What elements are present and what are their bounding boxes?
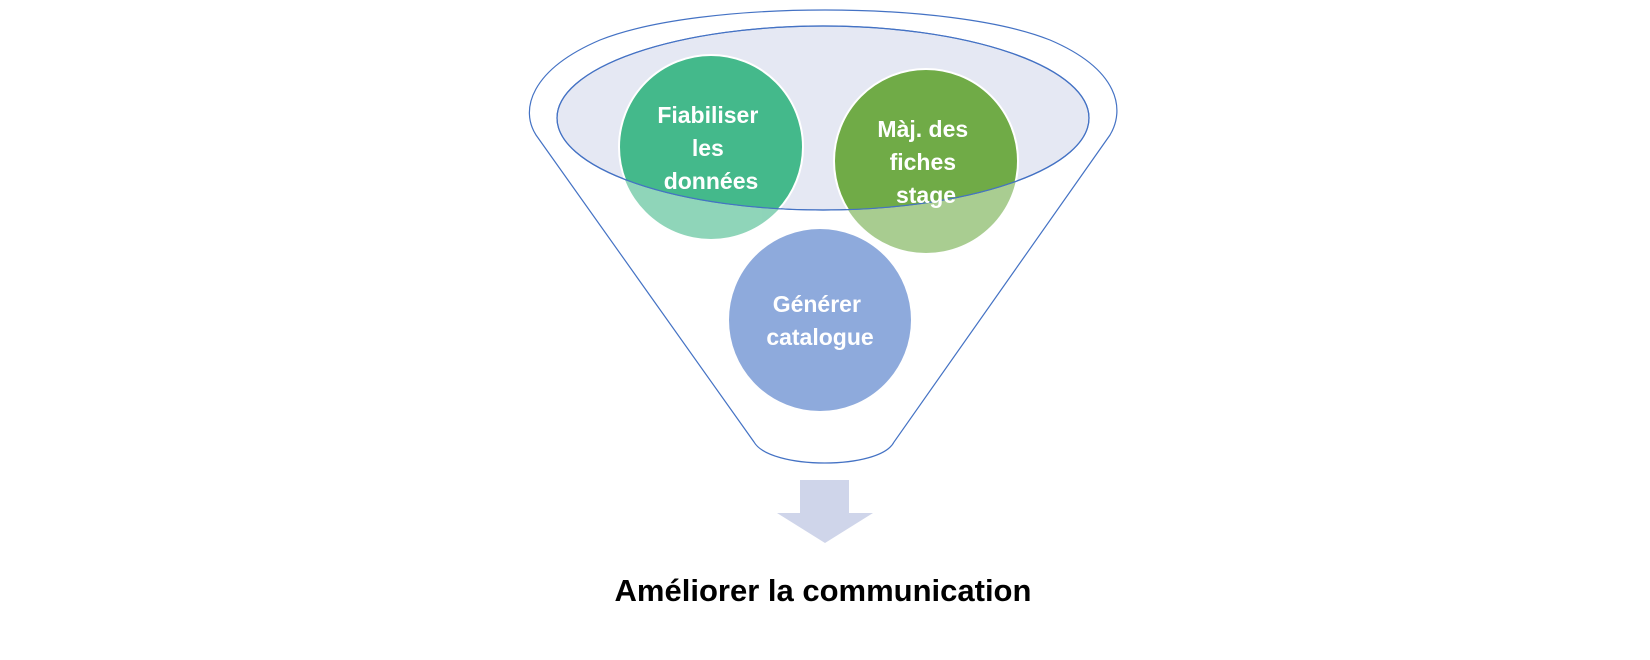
circle-generer (727, 227, 913, 413)
result-label: Améliorer la communication (615, 573, 1032, 608)
funnel-outline (528, 9, 1118, 464)
item-2-text: Màj. des fiches stage (877, 116, 974, 208)
down-arrow-icon (777, 480, 873, 543)
item-1-text: Fiabiliser les données (657, 102, 764, 194)
item-3-text: Générer catalogue (766, 291, 873, 350)
